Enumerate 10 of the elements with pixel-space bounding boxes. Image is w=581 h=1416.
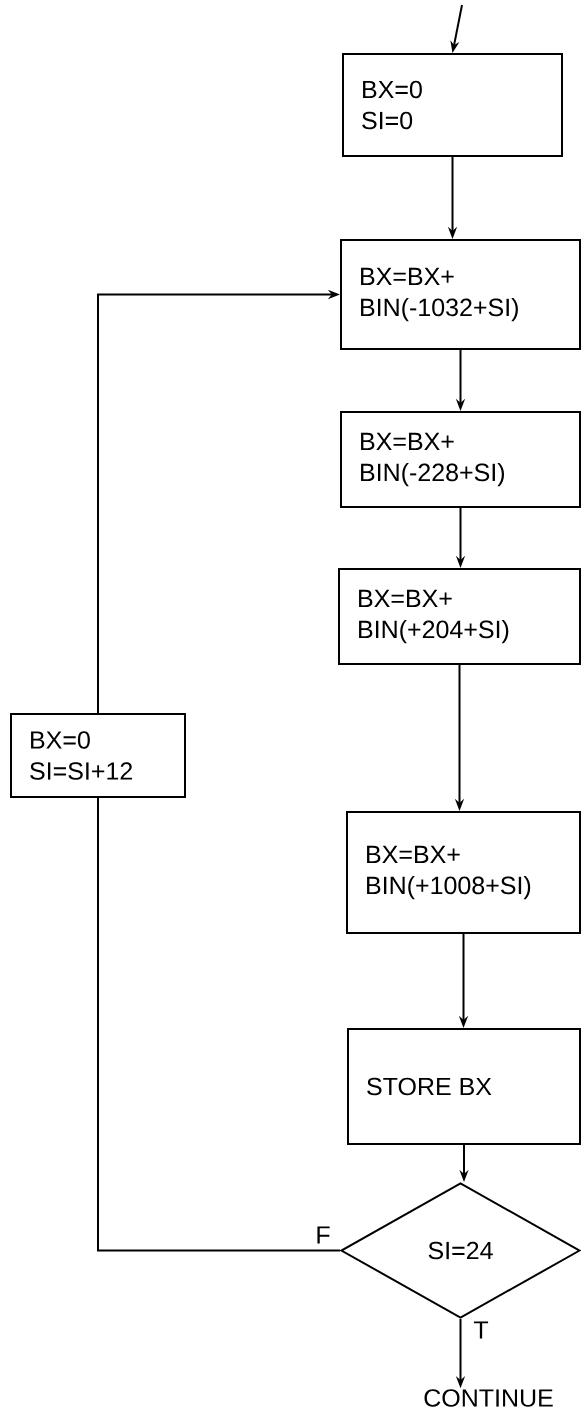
edge-label: F [314, 1225, 332, 1245]
process-box: BX=0 SI=SI+12 [10, 713, 186, 798]
process-box: STORE BX [347, 1028, 581, 1145]
terminal-text: CONTINUE [424, 1389, 553, 1407]
process-box: BX=BX+ BIN(-228+SI) [340, 411, 581, 508]
process-box: BX=BX+ BIN(+1008+SI) [346, 811, 581, 934]
process-box: BX=0 SI=0 [342, 53, 563, 157]
edge-label: T [472, 1320, 490, 1340]
process-box: BX=BX+ BIN(-1032+SI) [340, 239, 581, 350]
process-box: BX=BX+ BIN(+204+SI) [338, 568, 581, 665]
